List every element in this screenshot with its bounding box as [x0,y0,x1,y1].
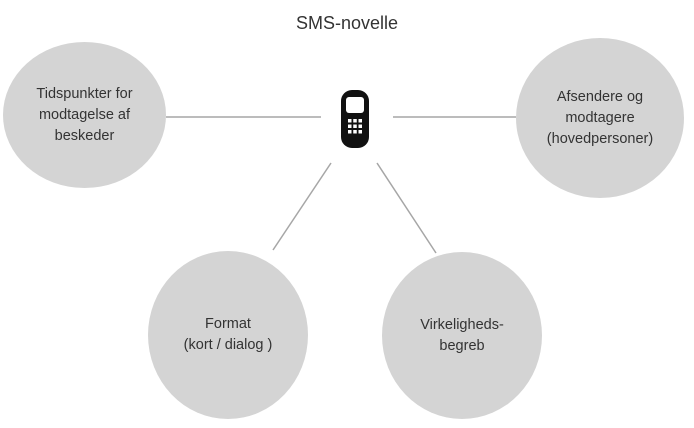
node-timing-label: Tidspunkter for modtagelse af beskeder [36,84,132,147]
node-reality-line-2: begreb [439,337,485,354]
node-senders-line-3: (hovedpersoner) [546,130,654,147]
node-format-line-2: (kort / dialog ) [183,337,273,353]
node-reality-line-1: Virkeligheds- [420,316,504,333]
node-timing-line-2: modtagelse af [38,106,131,123]
connector-reality [376,162,437,254]
node-reality-label: Virkeligheds- begreb [420,315,504,357]
node-format: Format (kort / dialog ) [148,251,308,419]
node-senders-line-2: modtagere [565,109,635,126]
node-senders-line-1: Afsendere og [556,88,644,105]
node-timing: Tidspunkter for modtagelse af beskeder [3,42,166,188]
node-format-label: Format (kort / dialog ) [184,314,273,356]
connector-format [272,162,332,251]
diagram-title: SMS-novelle [295,13,399,33]
mobile-phone-icon [341,90,369,148]
node-timing-line-1: Tidspunkter for [36,85,133,102]
node-reality: Virkeligheds- begreb [382,252,542,419]
node-senders: Afsendere og modtagere (hovedpersoner) [516,38,684,198]
node-senders-label: Afsendere og modtagere (hovedpersoner) [547,87,653,150]
node-format-line-1: Format [205,316,251,332]
node-timing-line-3: beskeder [54,127,115,144]
